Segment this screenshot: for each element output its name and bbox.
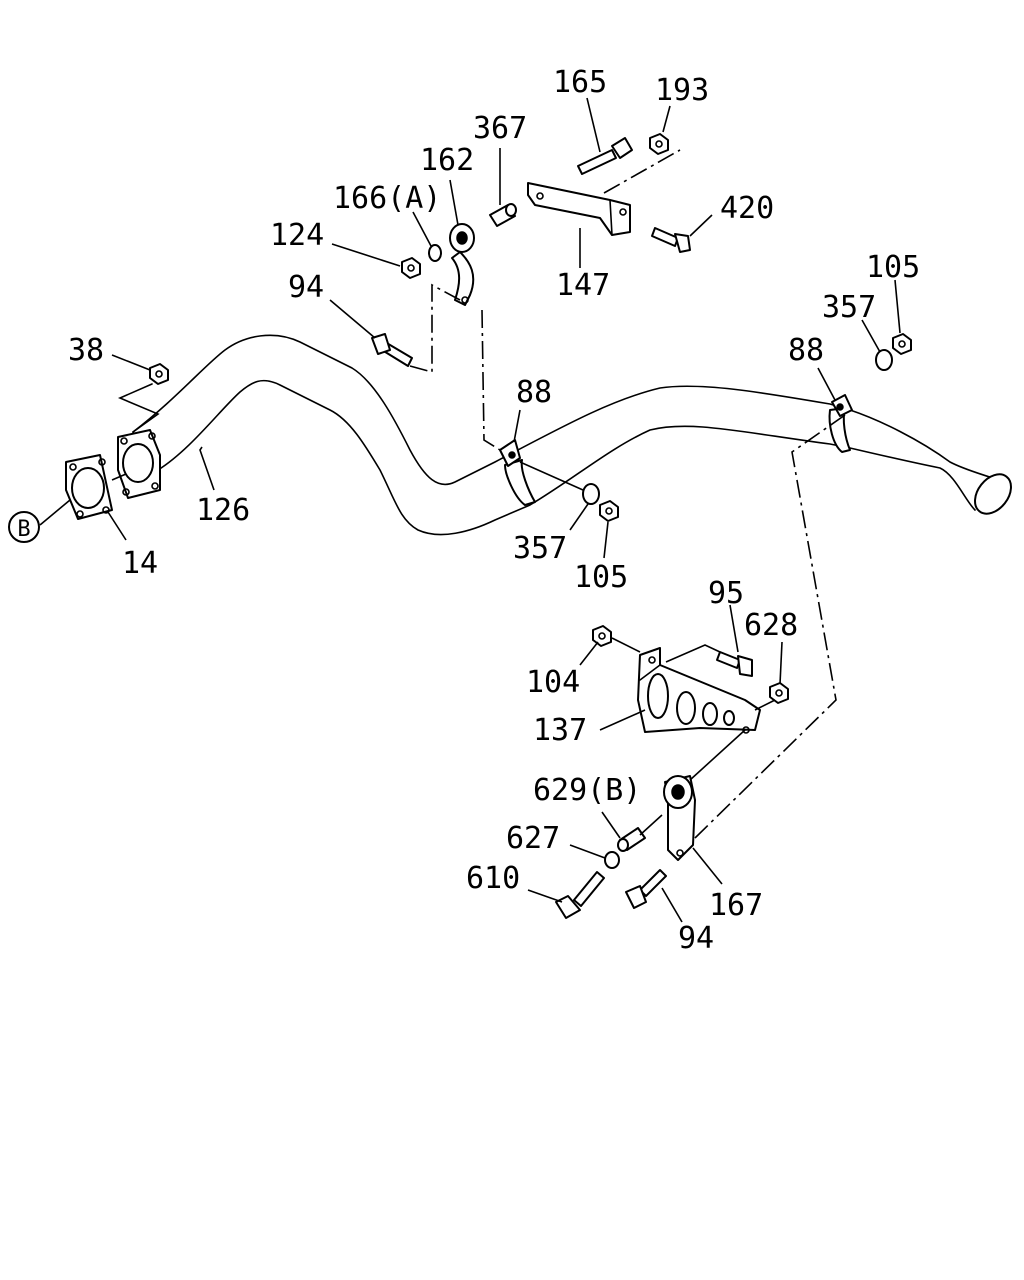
washer-166 [428, 244, 442, 262]
label-104: 104 [526, 665, 580, 700]
label-357-right: 357 [822, 290, 876, 325]
label-88-mid: 88 [516, 375, 552, 410]
label-610: 610 [466, 861, 520, 896]
label-124: 124 [270, 218, 324, 253]
label-357-mid: 357 [513, 531, 567, 566]
rubber-hanger-167 [663, 775, 696, 861]
pin-367 [489, 203, 517, 227]
bolt-610 [555, 871, 605, 919]
exhaust-pipe [132, 334, 1012, 536]
bracket-137 [637, 647, 761, 734]
label-420: 420 [720, 191, 774, 226]
label-105-right: 105 [866, 250, 920, 285]
label-147: 147 [556, 268, 610, 303]
label-628: 628 [744, 608, 798, 643]
nut-193 [649, 133, 669, 155]
bolt-165 [577, 137, 633, 175]
bolt-95 [716, 651, 753, 677]
reference-b-label: B [17, 517, 30, 542]
pipe-flange [117, 429, 161, 499]
label-193: 193 [655, 73, 709, 108]
bolt-94-top [371, 333, 413, 367]
nut-105-mid [599, 500, 619, 522]
label-166a: 166(A) [333, 181, 441, 216]
label-94-bottom: 94 [678, 921, 714, 956]
label-94-top: 94 [288, 270, 324, 305]
leader-lines [39, 97, 901, 923]
washer-357-right [875, 349, 893, 371]
washer-357-mid [582, 483, 600, 505]
washer-627 [604, 851, 620, 869]
label-165: 165 [553, 65, 607, 100]
label-167: 167 [709, 888, 763, 923]
label-162: 162 [420, 143, 474, 178]
label-137: 137 [533, 713, 587, 748]
bracket-147 [527, 182, 631, 236]
label-367: 367 [473, 111, 527, 146]
label-38: 38 [68, 333, 104, 368]
pin-629 [617, 827, 646, 852]
label-629b: 629(B) [533, 773, 641, 808]
rubber-hanger-162 [449, 223, 475, 306]
nut-105-right [892, 333, 912, 355]
reference-b-circle [8, 511, 40, 543]
label-14: 14 [122, 546, 158, 581]
flange-gasket [65, 454, 113, 520]
bolt-94-bottom [625, 869, 667, 909]
label-88-right: 88 [788, 333, 824, 368]
bolt-420 [651, 227, 691, 253]
nut-124 [401, 257, 421, 279]
label-105-mid: 105 [574, 560, 628, 595]
part-labels: 165 193 367 162 166(A) 124 420 147 94 10… [68, 65, 920, 956]
label-126: 126 [196, 493, 250, 528]
nut-104 [592, 625, 612, 647]
label-627: 627 [506, 821, 560, 856]
nut-628 [769, 682, 789, 704]
label-95: 95 [708, 576, 744, 611]
nut-38 [117, 363, 169, 433]
